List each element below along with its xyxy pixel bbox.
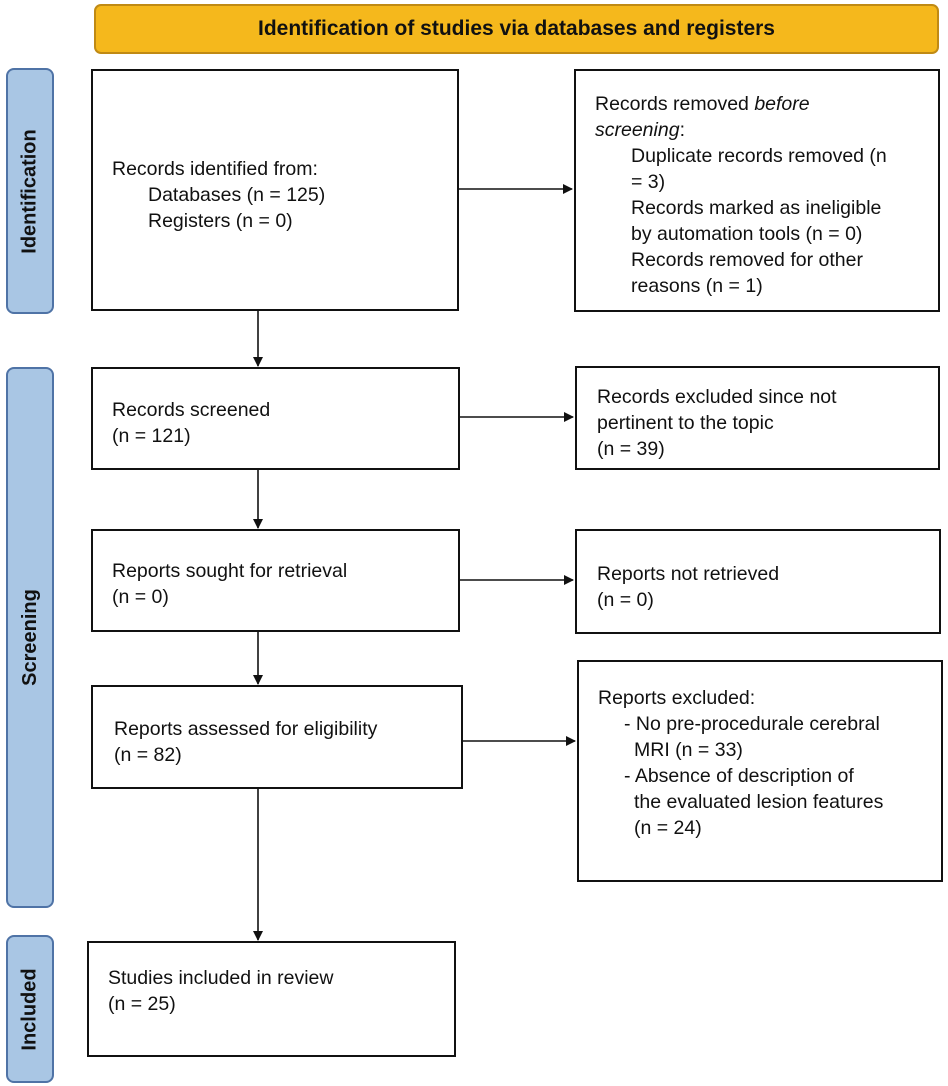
- reports-assessed-n: (n = 82): [114, 744, 182, 766]
- reports-not-retrieved-n: (n = 0): [597, 589, 654, 611]
- records-removed-title-2: screening:: [595, 119, 685, 141]
- records-screened-box: Records screened (n = 121): [91, 367, 460, 470]
- phase-identification: Identification: [6, 68, 54, 314]
- ineligible-records-1: Records marked as ineligible: [631, 197, 882, 219]
- reason-no-mri-1: - No pre-procedurale cerebral: [624, 713, 880, 735]
- phase-screening: Screening: [6, 367, 54, 908]
- records-removed-box: Records removed before screening: Duplic…: [574, 69, 940, 312]
- reports-excluded-title: Reports excluded:: [598, 687, 756, 709]
- registers-count: Registers (n = 0): [148, 210, 293, 232]
- duplicate-records-2: = 3): [631, 171, 666, 193]
- studies-included-n: (n = 25): [108, 993, 176, 1015]
- records-identified-title: Records identified from:: [112, 158, 318, 180]
- reports-assessed-title: Reports assessed for eligibility: [114, 718, 378, 740]
- reports-sought-box: Reports sought for retrieval (n = 0): [91, 529, 460, 632]
- phase-included: Included: [6, 935, 54, 1083]
- reports-assessed-box: Reports assessed for eligibility (n = 82…: [91, 685, 463, 789]
- records-screened-n: (n = 121): [112, 425, 191, 447]
- records-removed-title-1: Records removed before: [595, 93, 810, 115]
- records-identified-box: Records identified from: Databases (n = …: [91, 69, 459, 311]
- ineligible-records-2: by automation tools (n = 0): [631, 223, 863, 245]
- records-excluded-n: (n = 39): [597, 438, 665, 460]
- studies-included-box: Studies included in review (n = 25): [87, 941, 456, 1057]
- reports-excluded-box: Reports excluded: - No pre-procedurale c…: [577, 660, 943, 882]
- other-reasons-1: Records removed for other: [631, 249, 863, 271]
- records-excluded-box: Records excluded since not pertinent to …: [575, 366, 940, 470]
- databases-count: Databases (n = 125): [148, 184, 326, 206]
- header-banner: Identification of studies via databases …: [94, 4, 939, 54]
- reports-sought-n: (n = 0): [112, 586, 169, 608]
- records-excluded-line-2: pertinent to the topic: [597, 412, 774, 434]
- reason-absence-2: the evaluated lesion features: [634, 791, 884, 813]
- reason-absence-1: - Absence of description of: [624, 765, 854, 787]
- other-reasons-2: reasons (n = 1): [631, 275, 763, 297]
- reports-sought-title: Reports sought for retrieval: [112, 560, 348, 582]
- header-title: Identification of studies via databases …: [258, 17, 775, 40]
- reason-no-mri-2: MRI (n = 33): [634, 739, 743, 761]
- reports-not-retrieved-title: Reports not retrieved: [597, 563, 780, 585]
- duplicate-records-1: Duplicate records removed (n: [631, 145, 887, 167]
- records-screened-title: Records screened: [112, 399, 271, 421]
- reason-absence-3: (n = 24): [634, 817, 702, 839]
- studies-included-title: Studies included in review: [108, 967, 334, 989]
- records-excluded-line-1: Records excluded since not: [597, 386, 837, 408]
- reports-not-retrieved-box: Reports not retrieved (n = 0): [575, 529, 941, 634]
